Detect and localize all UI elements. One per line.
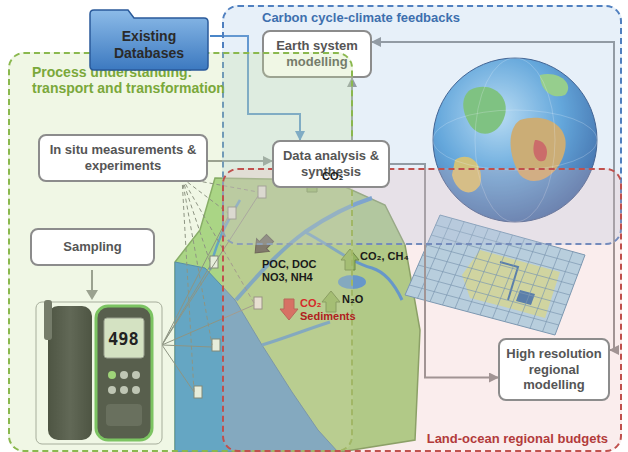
flux-label: Sediments bbox=[300, 310, 356, 322]
process-box: Sampling bbox=[30, 228, 155, 266]
flux-label: CO₂ bbox=[300, 297, 321, 309]
database-folder: Existing Databases bbox=[88, 8, 210, 72]
flux-label: CO₂ bbox=[322, 170, 343, 182]
region-title: Carbon cycle-climate feedbacks bbox=[262, 11, 620, 26]
meter-reading: 498 bbox=[108, 330, 139, 349]
flux-label: NO3, NH4 bbox=[262, 271, 313, 283]
flux-label: POC, DOC bbox=[262, 258, 316, 270]
box-label: High resolution regional modelling bbox=[506, 346, 602, 393]
box-label: Existing Databases bbox=[96, 28, 202, 62]
process-box: In situ measurements & experiments bbox=[38, 134, 208, 182]
process-box: High resolution regional modelling bbox=[498, 338, 610, 401]
flux-label: N₂O bbox=[342, 293, 363, 305]
box-label: Sampling bbox=[63, 239, 122, 255]
box-label: In situ measurements & experiments bbox=[46, 142, 200, 173]
region-title: Land-ocean regional budgets bbox=[427, 432, 608, 447]
flux-label: CO₂, CH₄ bbox=[360, 250, 409, 262]
budget-region: Land-ocean regional budgets High resoluti… bbox=[222, 168, 622, 452]
